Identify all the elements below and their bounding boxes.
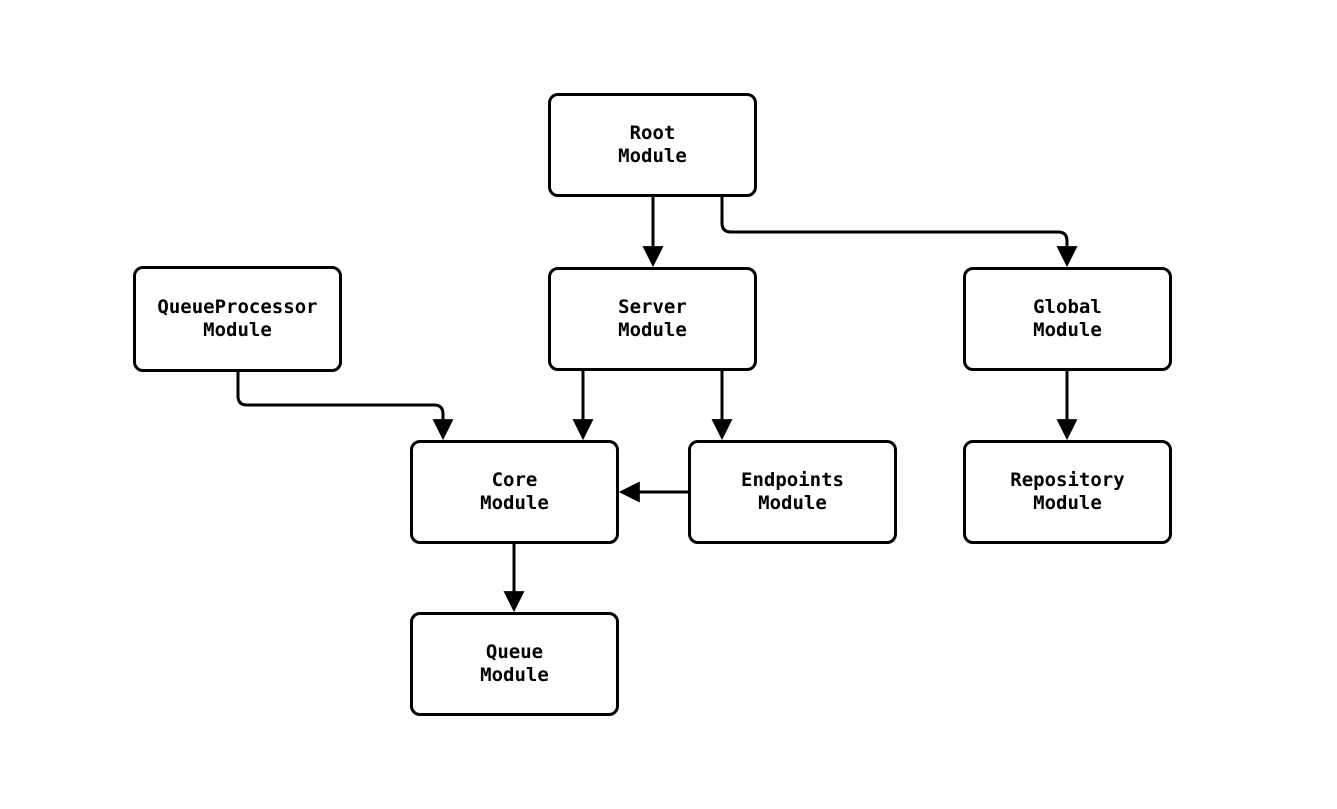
edge-root-to-global [720, 197, 1078, 268]
edge-queueprocessor-to-core [236, 372, 454, 441]
node-repository-module-label: Repository Module [1010, 469, 1125, 514]
node-queue-module-label: Queue Module [480, 641, 549, 686]
node-core-module: Core Module [410, 440, 619, 544]
node-queueprocessor-module: QueueProcessor Module [133, 266, 342, 372]
node-endpoints-module: Endpoints Module [688, 440, 897, 544]
node-core-module-label: Core Module [480, 469, 549, 514]
node-endpoints-module-label: Endpoints Module [741, 469, 844, 514]
node-queueprocessor-module-label: QueueProcessor Module [157, 296, 318, 341]
node-root-module-label: Root Module [618, 122, 687, 167]
node-global-module: Global Module [963, 267, 1172, 371]
node-queue-module: Queue Module [410, 612, 619, 716]
node-repository-module: Repository Module [963, 440, 1172, 544]
node-server-module-label: Server Module [618, 296, 687, 341]
node-server-module: Server Module [548, 267, 757, 371]
node-root-module: Root Module [548, 93, 757, 197]
node-global-module-label: Global Module [1033, 296, 1102, 341]
